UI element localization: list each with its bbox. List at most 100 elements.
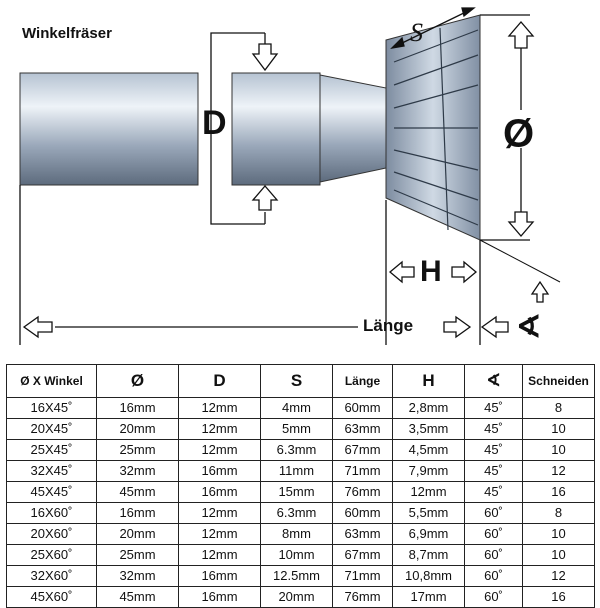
cutting-length-label: S — [410, 18, 423, 47]
cell-shank: 16mm — [178, 481, 261, 503]
cell-shank: 12mm — [178, 397, 261, 419]
cutter-drawing — [19, 7, 561, 345]
cell-h: 17mm — [392, 586, 465, 608]
d-dimension — [210, 32, 266, 225]
cell-shank: 12mm — [178, 439, 261, 461]
cell-s: 6.3mm — [260, 439, 333, 461]
header-h: H — [392, 364, 465, 398]
cell-h: 3,5mm — [392, 418, 465, 440]
diameter-dimension — [480, 14, 535, 241]
spec-table: Ø X Winkel Ø D S Länge H ∢ Schneiden 16X… — [6, 364, 595, 608]
cell-angle: 60˚ — [464, 586, 523, 608]
cell-h: 2,8mm — [392, 397, 465, 419]
cell-flutes: 10 — [522, 418, 595, 440]
cell-size: 32X45˚ — [6, 460, 97, 482]
cell-s: 5mm — [260, 418, 333, 440]
cell-diameter: 32mm — [96, 460, 179, 482]
cell-length: 71mm — [332, 460, 393, 482]
cell-length: 63mm — [332, 523, 393, 545]
s-dimension — [390, 7, 476, 49]
cell-angle: 60˚ — [464, 502, 523, 524]
cell-h: 12mm — [392, 481, 465, 503]
cell-shank: 12mm — [178, 418, 261, 440]
cell-h: 5,5mm — [392, 502, 465, 524]
cell-s: 4mm — [260, 397, 333, 419]
cell-size: 45X60˚ — [6, 586, 97, 608]
cutter-flutes — [393, 27, 479, 231]
cell-flutes: 16 — [522, 481, 595, 503]
cell-angle: 60˚ — [464, 523, 523, 545]
cell-s: 8mm — [260, 523, 333, 545]
cell-s: 10mm — [260, 544, 333, 566]
cell-angle: 60˚ — [464, 565, 523, 587]
cell-shank: 12mm — [178, 502, 261, 524]
cell-flutes: 8 — [522, 397, 595, 419]
cell-flutes: 12 — [522, 565, 595, 587]
cell-diameter: 16mm — [96, 502, 179, 524]
length-dimension — [19, 185, 509, 345]
cell-shank: 16mm — [178, 565, 261, 587]
cell-length: 67mm — [332, 544, 393, 566]
cell-diameter: 25mm — [96, 544, 179, 566]
cell-flutes: 12 — [522, 460, 595, 482]
cell-angle: 45˚ — [464, 460, 523, 482]
cell-angle: 45˚ — [464, 397, 523, 419]
cell-size: 16X60˚ — [6, 502, 97, 524]
cell-diameter: 45mm — [96, 586, 179, 608]
shank-diameter-label: D — [202, 104, 227, 142]
cell-shank: 12mm — [178, 523, 261, 545]
neck — [319, 74, 387, 183]
cell-h: 7,9mm — [392, 460, 465, 482]
cell-flutes: 10 — [522, 544, 595, 566]
cutter-diagram: Winkelfräser D Ø H S Länge ∢ — [19, 7, 561, 345]
cell-diameter: 20mm — [96, 523, 179, 545]
diameter-label: Ø — [503, 112, 535, 156]
cell-flutes: 10 — [522, 523, 595, 545]
cell-diameter: 45mm — [96, 481, 179, 503]
cell-length: 71mm — [332, 565, 393, 587]
cell-angle: 60˚ — [464, 544, 523, 566]
shank-left — [19, 72, 199, 186]
cell-length: 76mm — [332, 586, 393, 608]
cell-size: 25X60˚ — [6, 544, 97, 566]
height-label: H — [420, 255, 442, 288]
angle-icon: ∢ — [516, 311, 542, 344]
cell-angle: 45˚ — [464, 439, 523, 461]
cell-diameter: 25mm — [96, 439, 179, 461]
shank-right — [231, 72, 321, 186]
header-diameter-angle: Ø X Winkel — [6, 364, 97, 398]
cell-size: 25X45˚ — [6, 439, 97, 461]
cell-h: 10,8mm — [392, 565, 465, 587]
cell-length: 67mm — [332, 439, 393, 461]
cell-size: 32X60˚ — [6, 565, 97, 587]
cell-length: 63mm — [332, 418, 393, 440]
h-dimension — [385, 200, 481, 345]
cell-h: 4,5mm — [392, 439, 465, 461]
cell-h: 8,7mm — [392, 544, 465, 566]
header-angle: ∢ — [464, 364, 523, 398]
cell-flutes: 10 — [522, 439, 595, 461]
cell-diameter: 20mm — [96, 418, 179, 440]
cell-length: 76mm — [332, 481, 393, 503]
table-header-row: Ø X Winkel Ø D S Länge H ∢ Schneiden — [6, 364, 595, 398]
cell-diameter: 32mm — [96, 565, 179, 587]
cell-size: 16X45˚ — [6, 397, 97, 419]
d-arrows — [251, 43, 279, 211]
cell-s: 15mm — [260, 481, 333, 503]
cell-size: 45X45˚ — [6, 481, 97, 503]
header-shank: D — [178, 364, 261, 398]
cell-angle: 45˚ — [464, 481, 523, 503]
cell-shank: 16mm — [178, 460, 261, 482]
cell-s: 12.5mm — [260, 565, 333, 587]
cell-flutes: 16 — [522, 586, 595, 608]
cell-flutes: 8 — [522, 502, 595, 524]
